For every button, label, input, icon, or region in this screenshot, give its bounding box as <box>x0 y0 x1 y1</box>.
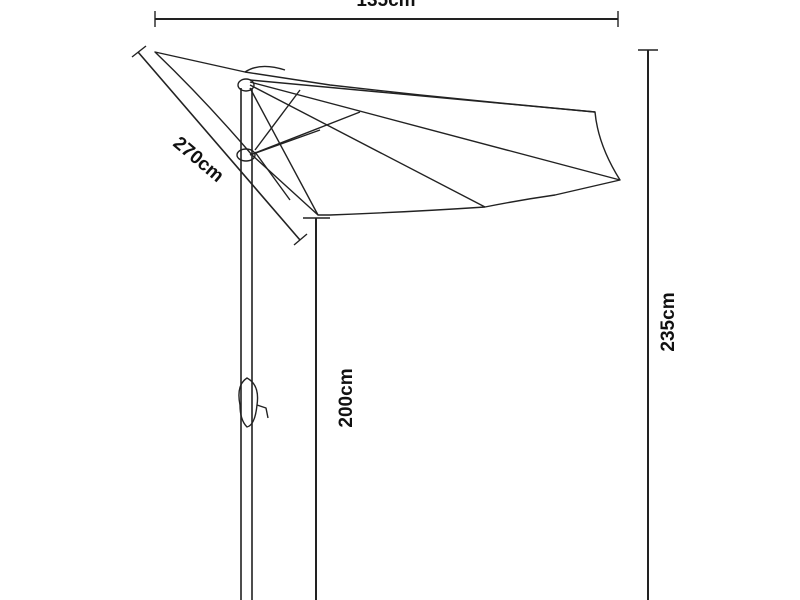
width-label: 135cm <box>356 0 415 11</box>
umbrella-pole <box>236 78 256 600</box>
crank-handle <box>238 377 269 428</box>
rib-length-label: 270cm <box>169 133 228 187</box>
umbrella-canopy <box>154 51 621 216</box>
total-height-label: 235cm <box>658 292 679 351</box>
rib-dimension-line <box>131 45 308 246</box>
width-dimension-line <box>154 11 619 27</box>
total-height-dimension-line <box>638 49 658 600</box>
clearance-height-dimension-line <box>303 217 330 600</box>
clearance-height-label: 200cm <box>336 368 357 427</box>
